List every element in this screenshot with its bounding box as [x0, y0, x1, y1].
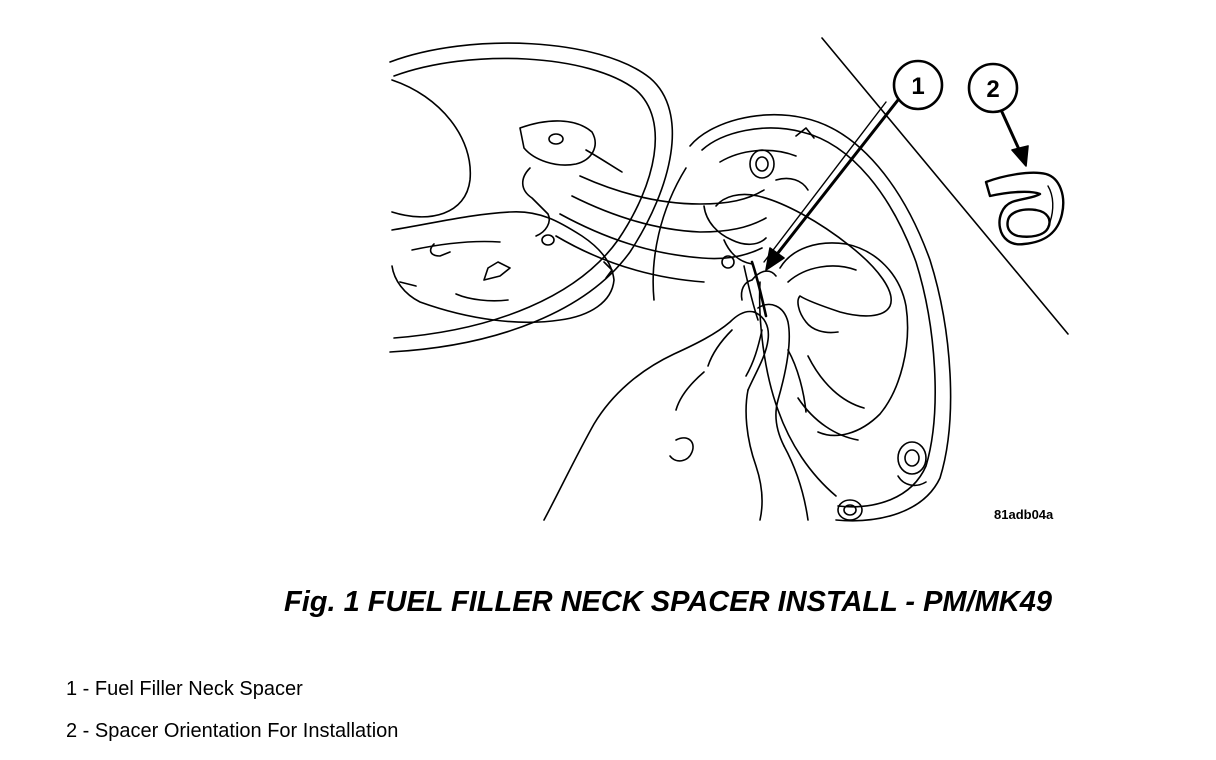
hand — [543, 260, 809, 521]
callout-number-1: 1 — [911, 73, 924, 100]
figure-caption: Fig. 1 FUEL FILLER NECK SPACER INSTALL -… — [284, 586, 1053, 618]
fuel-filler-neck-illustration: 1 2 81adb04a — [389, 37, 1069, 522]
legend-item-1: 1 - Fuel Filler Neck Spacer — [66, 678, 303, 700]
filler-door-housing — [389, 42, 674, 353]
callout-number-2: 2 — [986, 76, 999, 103]
spacer-detail — [984, 171, 1065, 246]
filler-neck-tube — [555, 149, 767, 283]
figure-legend: 1 - Fuel Filler Neck Spacer 2 - Spacer O… — [66, 676, 398, 760]
filler-flange — [652, 113, 952, 522]
panel-edge-line — [821, 37, 1069, 335]
image-code: 81adb04a — [994, 507, 1054, 522]
callout-1 — [763, 59, 944, 271]
callout-2 — [967, 62, 1029, 167]
legend-item-2: 2 - Spacer Orientation For Installation — [66, 720, 399, 742]
